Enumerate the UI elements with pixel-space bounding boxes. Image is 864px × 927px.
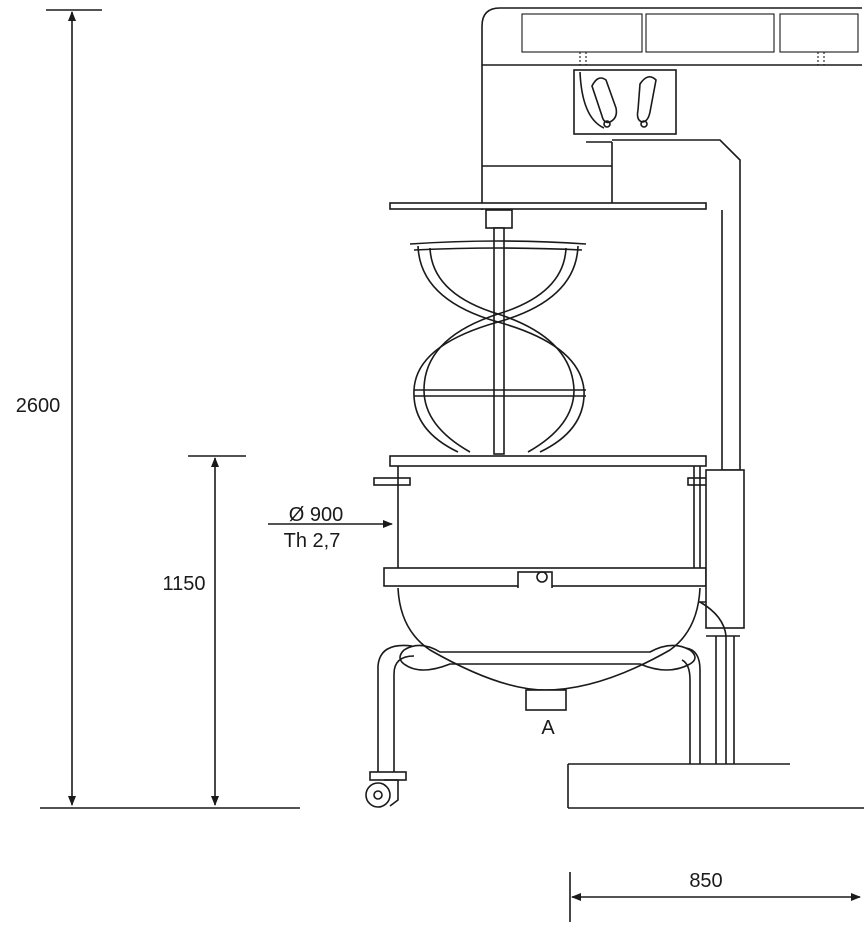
clamp-pin: [536, 571, 548, 583]
leg-right-inner: [681, 659, 691, 764]
bowl: A: [373, 455, 710, 739]
machine-base: [567, 763, 864, 809]
bowl-diameter-label: Ø 900: [289, 504, 343, 526]
caster-hub: [373, 790, 383, 800]
leg-right-outer: [685, 647, 701, 764]
lever-left-icon: [591, 77, 618, 124]
caster-wheel-icon: [365, 782, 391, 808]
panel-curve: [579, 71, 605, 129]
tool-top-ring-inner: [413, 247, 583, 251]
caster-fork: [384, 779, 399, 807]
bowl-handle-left: [373, 477, 411, 486]
head-outline: [481, 7, 862, 210]
tool-top-ring-outer: [409, 240, 587, 245]
bowl-lift: [699, 469, 745, 764]
trolley: [365, 644, 701, 808]
total-height-label: 2600: [16, 395, 61, 417]
dimension-base-width: 850: [569, 870, 861, 922]
dimension-total-height: 2600: [16, 9, 102, 806]
bowl-diameter-annotation: Ø 900 Th 2,7: [268, 504, 393, 552]
helix-strand-a1: [417, 245, 585, 453]
helix-strand-a2: [429, 247, 575, 453]
helix-strand-b2: [423, 247, 567, 453]
lift-carriage: [705, 469, 745, 629]
lever-right-icon: [636, 76, 657, 123]
lever-left-knob: [603, 120, 611, 128]
spiral-tool: [409, 209, 587, 455]
bowl-rim: [389, 455, 707, 467]
leg-left-inner: [393, 655, 415, 772]
spindle-shaft: [493, 227, 505, 455]
bowl-support-ring: [399, 644, 696, 671]
caster-mount: [369, 771, 407, 781]
lever-right-knob: [640, 120, 648, 128]
column-outer: [612, 139, 741, 628]
control-panel: [573, 69, 677, 135]
vent-grille-2: [645, 13, 775, 53]
dimension-bowl-height: 1150: [162, 455, 246, 806]
outlet-label: A: [541, 717, 555, 739]
bowl-handle-right: [687, 477, 709, 486]
machine-head: [481, 7, 862, 628]
spindle-hub: [485, 209, 513, 229]
leg-left-outer: [377, 644, 413, 772]
vent-grille-3: [779, 13, 859, 53]
bowl-outlet: [525, 689, 567, 711]
splash-plate: [389, 202, 707, 210]
vent-grille-1: [521, 13, 643, 53]
bowl-bottom: [397, 587, 701, 691]
base-width-label: 850: [689, 870, 722, 892]
bowl-height-label: 1150: [162, 573, 205, 595]
bowl-thickness-label: Th 2,7: [284, 530, 341, 552]
